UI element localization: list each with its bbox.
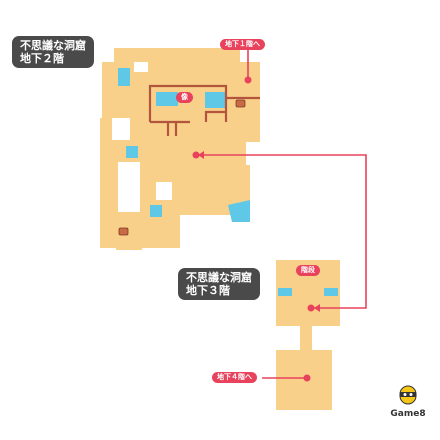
treasure-chest-icon — [118, 99, 246, 236]
route-lines — [196, 48, 367, 379]
to-b4-label: 地下４階へ — [212, 372, 257, 383]
statue-label: 像 — [176, 92, 193, 103]
floor-level: 地下３階 — [186, 284, 230, 297]
stairs-label: 階段 — [296, 265, 320, 276]
game8-logo: Game8 — [388, 385, 428, 419]
arrowheads — [198, 151, 320, 312]
brand-name: Game8 — [390, 409, 426, 419]
floor-badge-b3: 不思議な洞窟 地下３階 — [178, 268, 260, 300]
b3-floor-area — [276, 260, 340, 410]
b2-water — [118, 68, 250, 222]
b2-wall-lines — [148, 84, 260, 136]
to-b1-label: 地下１階へ — [220, 39, 265, 50]
floor-name: 不思議な洞窟 — [20, 39, 86, 52]
game8-mascot-icon — [399, 385, 417, 405]
route-points — [192, 76, 315, 382]
floor-name: 不思議な洞窟 — [186, 271, 252, 284]
b2-cave-gaps — [112, 62, 200, 240]
b3-water — [278, 288, 338, 296]
floor-level: 地下２階 — [20, 52, 64, 65]
floor-badge-b2: 不思議な洞窟 地下２階 — [12, 36, 94, 68]
